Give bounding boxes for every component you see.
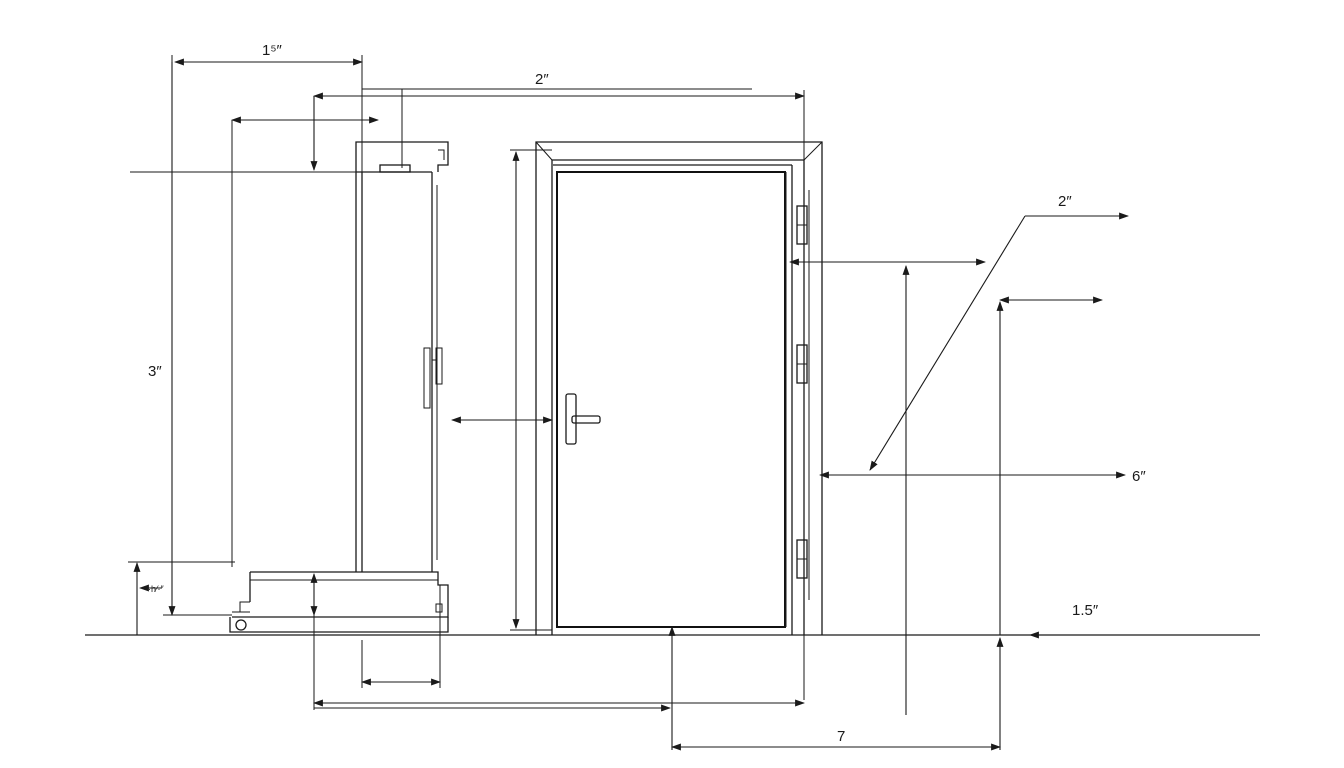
- door-elevation: [535, 141, 823, 635]
- label-top-span: 2″: [535, 71, 549, 88]
- hinge-icon: [796, 205, 808, 245]
- label-small-left: ·h⁄·″: [148, 584, 165, 594]
- hinge-icon: [796, 539, 808, 579]
- label-right-lower: 1.5″: [1072, 602, 1099, 619]
- hinge-icon: [796, 344, 808, 384]
- side-section: [229, 141, 449, 633]
- dimension-lines: [128, 55, 1129, 751]
- label-bottom-span: 7: [837, 728, 845, 745]
- label-top-width: 1⁵″: [262, 42, 283, 59]
- door-handle-icon: [565, 393, 601, 445]
- label-left-height: 3″: [148, 363, 162, 380]
- label-right-mid: 6″: [1132, 468, 1146, 485]
- label-right-upper: 2″: [1058, 193, 1072, 210]
